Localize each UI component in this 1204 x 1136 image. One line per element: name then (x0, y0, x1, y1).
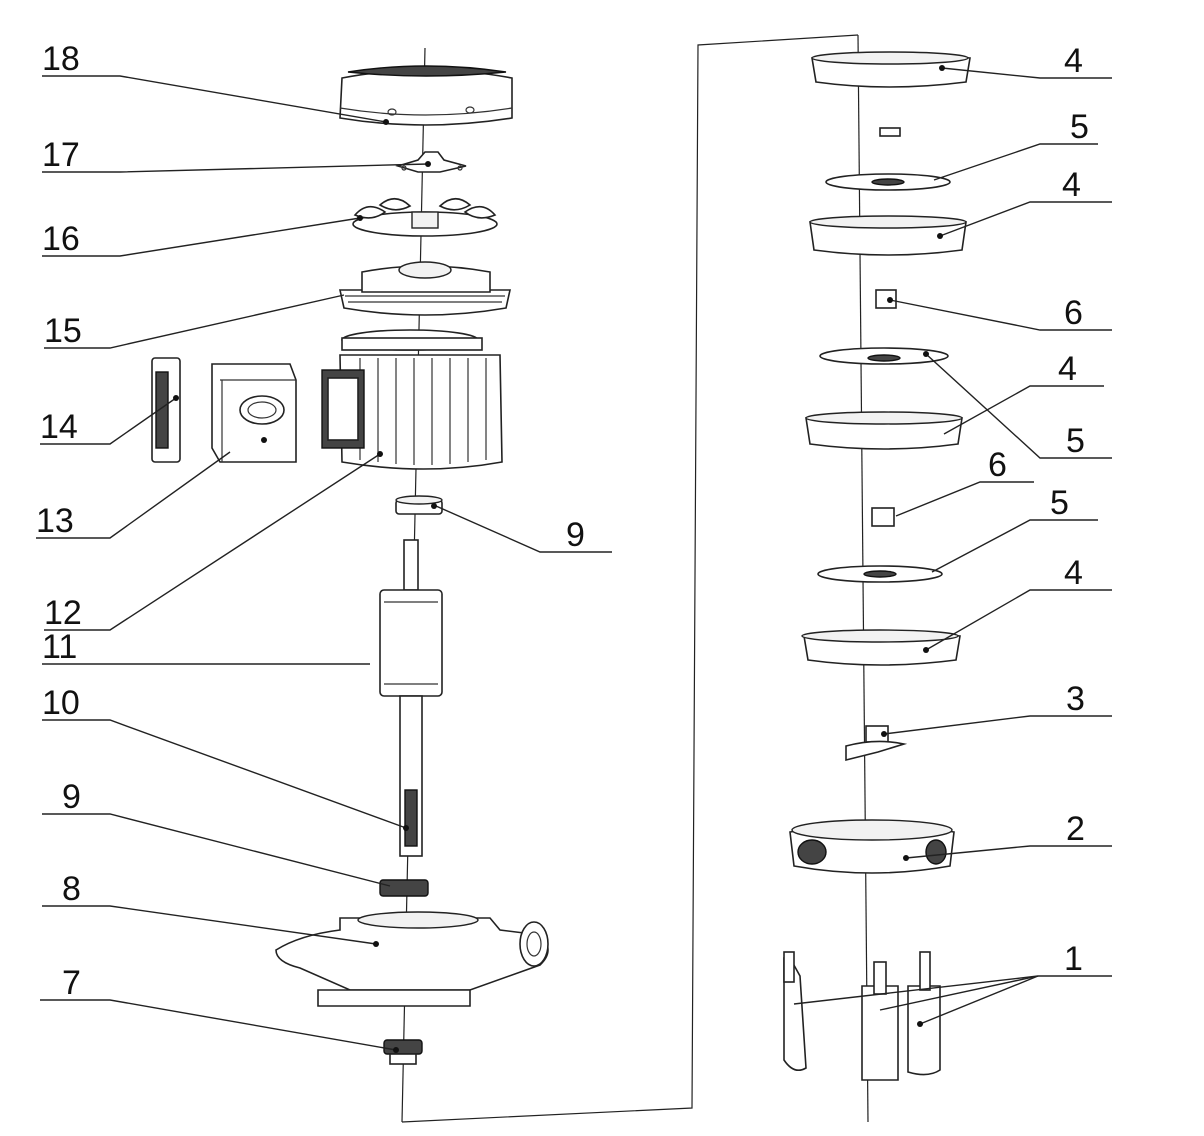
callout-numbers: 18 17 16 15 14 13 12 11 10 9 9 8 7 4 5 4… (36, 40, 1089, 1002)
part-6-sleeve-2 (871, 507, 895, 527)
callout-10: 10 (42, 684, 80, 722)
part-3-inducer (845, 725, 908, 762)
callout-12: 12 (44, 594, 82, 632)
part-4-diffuser-4 (801, 629, 961, 666)
leader-lines (36, 65, 1112, 1053)
callout-2: 2 (1066, 810, 1085, 848)
part-17-clip (395, 151, 467, 173)
callout-13: 13 (36, 502, 74, 540)
callout-15: 15 (44, 312, 82, 350)
part-6-sleeve-1 (875, 289, 897, 309)
part-4-diffuser-3 (805, 411, 963, 450)
part-9-lower-bearing (379, 879, 429, 897)
part-5-impeller-3 (817, 565, 943, 583)
callout-18: 18 (42, 40, 80, 78)
callout-16: 16 (42, 220, 80, 258)
part-4-diffuser-1 (811, 51, 971, 88)
part-spacer (879, 127, 901, 137)
callout-11: 11 (42, 628, 77, 666)
callout-8: 8 (62, 870, 81, 908)
callout-3: 3 (1066, 680, 1085, 718)
callout-6-second: 6 (988, 446, 1007, 484)
callout-14: 14 (40, 408, 78, 446)
callout-4-third: 4 (1058, 350, 1077, 388)
part-5-impeller-1 (825, 173, 951, 191)
callout-4-top: 4 (1064, 42, 1083, 80)
part-8-pump-body (275, 911, 549, 1007)
part-13-terminal-box (211, 363, 297, 463)
callout-5-first: 5 (1070, 108, 1089, 146)
callout-9-lower: 9 (62, 778, 81, 816)
callout-5-second: 5 (1066, 422, 1085, 460)
callout-4-bottom: 4 (1064, 554, 1083, 592)
part-2-strainer (789, 819, 955, 874)
part-18-fan-cover (339, 65, 513, 126)
part-4-diffuser-2 (809, 215, 967, 256)
callout-7: 7 (62, 964, 81, 1002)
part-15-end-cover (339, 261, 511, 316)
callout-6-first: 6 (1064, 294, 1083, 332)
part-1-cable-guards (783, 951, 941, 1081)
part-5-impeller-2 (819, 347, 949, 365)
callout-5-third: 5 (1050, 484, 1069, 522)
part-14-terminal-cover (151, 357, 181, 463)
part-11-rotor (379, 539, 443, 697)
callout-17: 17 (42, 136, 80, 174)
callout-4-second: 4 (1062, 166, 1081, 204)
part-12-motor-housing (321, 329, 503, 470)
callout-1: 1 (1064, 940, 1083, 978)
part-7-mechanical-seal (383, 1039, 423, 1065)
part-16-fan (352, 197, 498, 237)
part-10-shaft (399, 695, 423, 857)
part-9-upper-bearing (395, 495, 443, 515)
callout-9-upper: 9 (566, 516, 585, 554)
